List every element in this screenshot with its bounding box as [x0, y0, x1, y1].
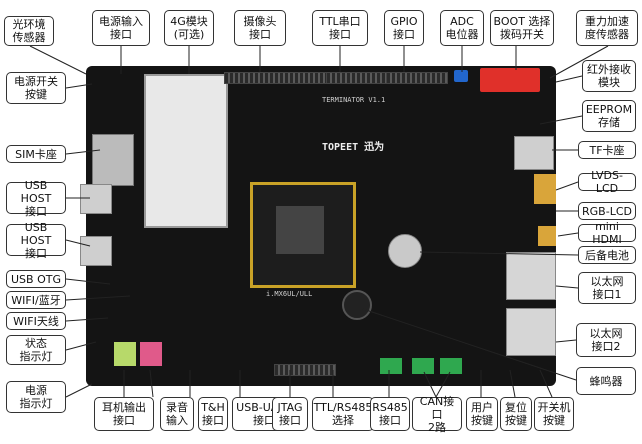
label-backup-battery: 后备电池 — [578, 246, 636, 264]
label-jtag: JTAG 接口 — [272, 397, 308, 431]
can-terminal-2 — [440, 358, 462, 374]
label-reset-button: 复位 按键 — [500, 397, 532, 431]
label-lvds: LVDS-LCD — [578, 169, 636, 195]
earphone-jack — [114, 342, 136, 366]
boot-dip-switch — [480, 68, 540, 92]
adc-potentiometer — [454, 70, 468, 82]
soc-chip — [276, 206, 324, 254]
module-4g-slot — [144, 74, 228, 228]
record-jack — [140, 342, 162, 366]
label-tf: TF卡座 — [578, 141, 636, 159]
label-can: CAN接口 2路 — [412, 395, 462, 434]
label-infrared: 红外接收 模块 — [582, 60, 636, 92]
usb-host2-port — [80, 236, 112, 266]
label-power-in: 电源输入 接口 — [92, 10, 150, 46]
sim-slot — [92, 134, 134, 186]
label-boot: BOOT 选择 拨码开关 — [490, 10, 554, 46]
label-ethernet-2: 以太网 接口2 — [576, 323, 636, 357]
label-rs485: RS485 接口 — [370, 397, 410, 431]
label-earphone: 耳机输出 接口 — [94, 397, 154, 431]
brand-cn: 迅为 — [364, 142, 385, 153]
hdmi-port — [534, 174, 556, 204]
brand-latin: TOPEET — [322, 142, 359, 153]
camera-header — [224, 72, 336, 84]
soc-text: i.MX6UL/ULL — [266, 290, 313, 298]
label-status-led: 状态 指示灯 — [6, 335, 66, 365]
label-wifi-antenna: WIFI天线 — [6, 312, 66, 330]
label-camera: 摄像头 接口 — [234, 10, 286, 46]
core-module — [250, 182, 356, 288]
label-user-button: 用户 按键 — [466, 397, 498, 431]
label-ttl-serial: TTL串口 接口 — [312, 10, 368, 46]
rs485-terminal — [380, 358, 402, 374]
board-photo: TERMINATOR V1.1 TOPEET 迅为 i.MX6UL/ULL — [80, 66, 556, 386]
label-ttl-rs485: TTL/RS485 选择 — [312, 397, 374, 431]
ttl-header — [326, 72, 388, 84]
label-th: T&H 接口 — [198, 397, 228, 431]
ethernet1-port — [506, 252, 556, 300]
label-wifi-bt: WIFI/蓝牙 — [6, 291, 66, 309]
can-terminal-1 — [412, 358, 434, 374]
board-model-text: TERMINATOR V1.1 — [322, 96, 386, 104]
label-power-switch: 电源开关 按键 — [6, 72, 66, 104]
label-onoff-button: 开关机 按键 — [534, 397, 574, 431]
label-power-led: 电源 指示灯 — [6, 381, 66, 413]
label-record: 录音 输入 — [160, 397, 194, 431]
label-buzzer: 蜂鸣器 — [576, 367, 636, 395]
backup-battery-cell — [388, 234, 422, 268]
ethernet2-port — [506, 308, 556, 356]
board-brand-text: TOPEET 迅为 — [322, 138, 384, 153]
usb-host1-port — [80, 184, 112, 214]
label-4g-module: 4G模块 (可选) — [164, 10, 214, 46]
label-rgb: RGB-LCD — [578, 202, 636, 220]
minihdmi-port — [538, 226, 556, 246]
label-sim: SIM卡座 — [6, 145, 66, 163]
gpio-header — [386, 72, 448, 84]
label-eeprom: EEPROM 存储 — [582, 100, 636, 132]
buzzer-part — [342, 290, 372, 320]
label-gravity-sensor: 重力加速 度传感器 — [576, 10, 638, 46]
jtag-header — [274, 364, 336, 376]
label-adc: ADC 电位器 — [440, 10, 484, 46]
label-gpio: GPIO 接口 — [384, 10, 424, 46]
label-usb-host-1: USB HOST 接口 — [6, 179, 66, 218]
label-light-sensor: 光环境 传感器 — [4, 16, 54, 46]
tf-slot — [514, 136, 554, 170]
label-mini-hdmi: mini HDMI — [578, 220, 636, 246]
label-usb-otg: USB OTG — [6, 270, 66, 288]
label-ethernet-1: 以太网 接口1 — [578, 272, 636, 304]
label-usb-host-2: USB HOST 接口 — [6, 221, 66, 260]
